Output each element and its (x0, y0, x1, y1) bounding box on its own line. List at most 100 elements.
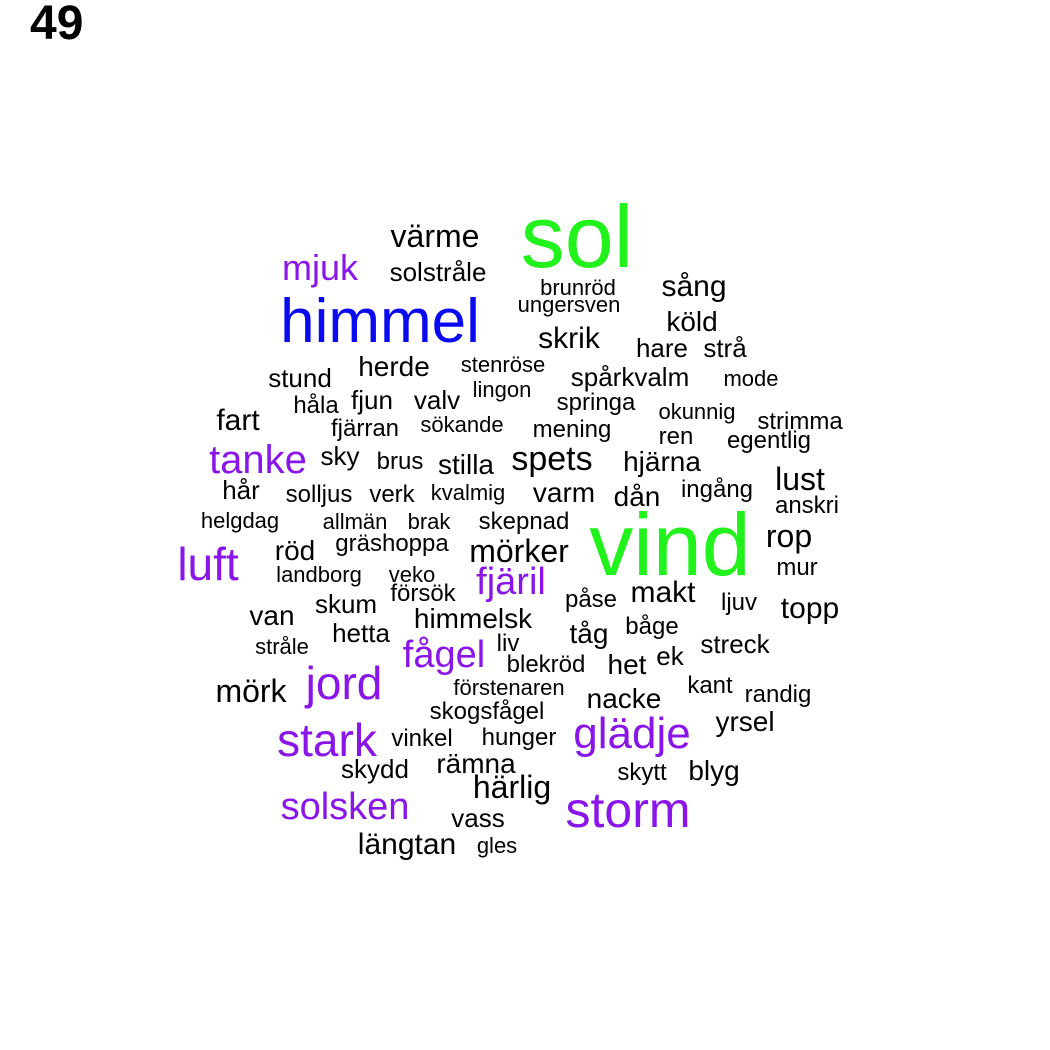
cloud-word: håla (293, 392, 339, 420)
cloud-word: ingång (680, 476, 754, 504)
cloud-word: stenröse (460, 352, 546, 378)
cloud-word: rop (765, 518, 813, 555)
cloud-word: spets (511, 440, 593, 479)
cloud-word: himmelsk (413, 602, 533, 634)
cloud-word: hetta (332, 617, 390, 648)
cloud-word: stark (277, 713, 377, 766)
cloud-word: blyg (688, 754, 740, 786)
cloud-word: streck (700, 628, 770, 659)
cloud-word: veko (388, 562, 436, 588)
cloud-word: allmän (322, 509, 388, 535)
cloud-word: himmel (280, 287, 480, 357)
cloud-word: ren (658, 423, 694, 451)
cloud-word: köld (666, 305, 718, 337)
cloud-word: luft (177, 537, 239, 590)
cloud-word: mörk (215, 673, 287, 710)
cloud-word: sol (520, 186, 634, 286)
cloud-word: brak (407, 509, 451, 535)
cloud-word: hunger (481, 724, 557, 752)
cloud-word: fågel (402, 633, 486, 676)
cloud-word: het (607, 648, 647, 680)
cloud-word: fjun (351, 384, 393, 415)
cloud-word: liv (496, 630, 520, 658)
cloud-word: solstråle (389, 256, 487, 287)
cloud-word: kvalmig (430, 480, 506, 506)
cloud-word: fjäril (476, 560, 546, 603)
cloud-word: skytt (617, 759, 667, 787)
cloud-word: glädje (573, 709, 691, 759)
cloud-word: egentlig (726, 427, 812, 455)
cloud-word: valv (413, 384, 461, 415)
cloud-word: mörker (469, 533, 569, 570)
cloud-word: yrsel (715, 705, 775, 737)
cloud-word: brunröd (540, 275, 616, 301)
cloud-word: mur (776, 554, 818, 582)
cloud-word: tanke (209, 438, 307, 482)
cloud-word: ljuv (720, 589, 758, 617)
cloud-word: båge (625, 613, 679, 641)
cloud-word: stilla (437, 448, 495, 480)
cloud-word: skum (314, 588, 378, 619)
cloud-word: hjärna (623, 445, 701, 477)
cloud-word: skrik (538, 322, 600, 355)
cloud-word: kant (687, 672, 733, 700)
cloud-word: förstenaren (453, 675, 565, 701)
cloud-word: randig (744, 681, 812, 709)
cloud-word: solsken (280, 785, 410, 828)
cloud-word: dån (613, 480, 661, 512)
cloud-word: skydd (341, 753, 409, 784)
cloud-word: solljus (285, 481, 353, 509)
cloud-word: landborg (276, 562, 362, 588)
cloud-word: herde (358, 350, 430, 382)
cloud-word: mjuk (281, 246, 359, 288)
cloud-word: okunnig (658, 399, 736, 425)
cloud-word: sång (661, 270, 727, 303)
cloud-word: lust (775, 461, 825, 498)
cloud-word: verk (369, 481, 415, 509)
cloud-word: stråle (255, 634, 309, 660)
cloud-word: ungersven (517, 292, 621, 318)
cloud-word: fjärran (330, 415, 400, 443)
cloud-word: påse (564, 586, 618, 614)
cloud-word: röd (274, 534, 316, 566)
cloud-word: jord (305, 656, 383, 709)
cloud-word: anskri (774, 492, 840, 520)
cloud-word: van (249, 599, 295, 631)
cloud-word: varm (532, 476, 596, 508)
cloud-word: skepnad (478, 508, 570, 536)
cloud-word: sky (320, 440, 360, 471)
cloud-word: strå (703, 332, 747, 363)
cloud-word: härlig (472, 769, 552, 806)
cloud-word: tåg (569, 617, 609, 649)
cloud-word: nacke (586, 682, 662, 714)
cloud-word: vinkel (391, 725, 453, 753)
cloud-word: hår (222, 474, 260, 505)
cloud-word: blekröd (506, 651, 586, 679)
cloud-word: vind (589, 494, 751, 594)
cloud-word: brus (376, 448, 424, 476)
cloud-word: vass (451, 802, 505, 833)
cloud-word: stund (268, 362, 332, 393)
cloud-word: längtan (357, 828, 457, 861)
cloud-word: storm (565, 782, 691, 838)
cloud-word: försök (390, 580, 456, 608)
cloud-word: topp (780, 592, 840, 625)
cloud-word: gles (476, 833, 518, 859)
cloud-word: värme (390, 218, 480, 255)
cloud-word: spårkvalm (570, 361, 690, 392)
cloud-word: lingon (472, 377, 532, 403)
cloud-word: strimma (757, 408, 843, 436)
page-number: 49 (30, 0, 84, 50)
cloud-word: makt (630, 576, 696, 609)
cloud-word: helgdag (200, 508, 280, 534)
cloud-word: ek (656, 640, 684, 671)
cloud-word: sökande (420, 412, 504, 438)
cloud-word: hare (635, 332, 689, 363)
cloud-word: rämna (436, 747, 516, 779)
cloud-word: springa (556, 389, 636, 417)
cloud-word: gräshoppa (335, 530, 449, 558)
cloud-word: skogsfågel (429, 698, 545, 726)
cloud-word: mening (532, 416, 612, 444)
cloud-word: mode (723, 366, 779, 392)
